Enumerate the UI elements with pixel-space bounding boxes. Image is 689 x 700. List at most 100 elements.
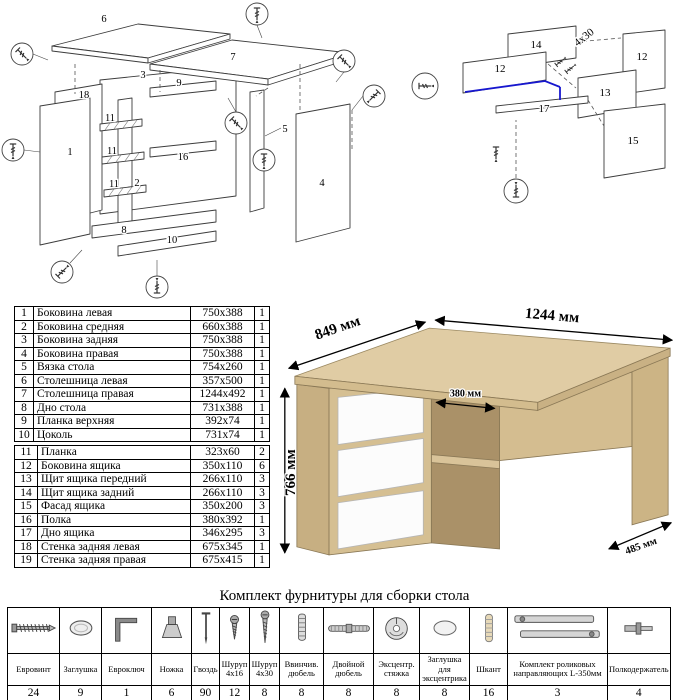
hardware-item-qty: 16 <box>469 684 508 700</box>
part-size: 350x110 <box>190 458 255 473</box>
part-qty: 1 <box>254 553 270 568</box>
part-qty: 1 <box>254 333 270 348</box>
rail-hatching <box>104 119 142 197</box>
part-num: 2 <box>14 319 34 334</box>
part-size: 750x388 <box>190 346 255 361</box>
dimension-arrows <box>279 315 674 554</box>
part-qty: 1 <box>254 346 270 361</box>
hardware-item-qty: 12 <box>219 684 250 700</box>
part-name: Щит ящика задний <box>37 485 191 500</box>
roller-guides-icon <box>513 615 600 638</box>
part-size: 357x500 <box>190 373 255 388</box>
part-num: 14 <box>14 485 38 500</box>
drawer-panels-linework <box>462 25 666 179</box>
hardware-icon-cell <box>7 607 60 654</box>
part-qty: 1 <box>254 373 270 388</box>
hardware-item-name: Шкант <box>469 653 508 686</box>
wood-dowel-icon <box>484 613 493 643</box>
part-size: 660x388 <box>190 319 255 334</box>
part-name: Боковина левая <box>33 306 191 321</box>
part-qty: 1 <box>254 512 270 527</box>
part-qty: 1 <box>254 414 270 429</box>
part-qty: 1 <box>254 427 270 442</box>
hardware-item-name: Заглушка для эксцентрика <box>419 653 470 686</box>
part-qty: 3 <box>254 526 270 541</box>
part-size: 350x200 <box>190 499 255 514</box>
hardware-item-name: Евроключ <box>101 653 152 686</box>
diagram-label: 9 <box>176 78 181 89</box>
hardware-icon-cell <box>419 607 470 654</box>
diagram-label: 14 <box>531 39 543 51</box>
part-name: Стенка задняя левая <box>37 539 191 554</box>
hardware-icon-cell <box>469 607 508 654</box>
part-size: 380x392 <box>190 512 255 527</box>
diagram-label: 11 <box>105 113 115 124</box>
diagram-label: 766 мм <box>283 449 299 496</box>
part-name: Дно ящика <box>37 526 191 541</box>
hardware-item-qty: 90 <box>191 684 220 700</box>
part-num: 3 <box>14 333 34 348</box>
hardware-item-name: Ввинчив. дюбель <box>279 653 324 686</box>
part-qty: 1 <box>254 387 270 402</box>
hex-key-icon <box>114 617 137 642</box>
diagram-label: 3 <box>140 70 145 81</box>
diagram-label: 485 мм <box>624 536 659 558</box>
desk-body <box>294 327 671 556</box>
part-name: Планка <box>37 445 191 460</box>
part-name: Вязка стола <box>33 360 191 375</box>
diagram-label: 10 <box>167 235 178 246</box>
part-num: 12 <box>14 458 38 473</box>
part-num: 13 <box>14 472 38 487</box>
hardware-icon-cell <box>323 607 374 654</box>
hardware-item-name: Заглушка <box>59 653 102 686</box>
hardware-item-qty: 8 <box>279 684 324 700</box>
diagram-label: 1 <box>67 147 72 158</box>
hardware-item-qty: 8 <box>323 684 374 700</box>
part-num: 1 <box>14 306 34 321</box>
shelf-pin-icon <box>624 621 653 635</box>
part-name: Планка верхняя <box>33 414 191 429</box>
part-qty: 2 <box>254 445 270 460</box>
hardware-item-name: Ножка <box>151 653 192 686</box>
part-qty: 1 <box>254 306 270 321</box>
diagram-label: 6 <box>101 14 106 25</box>
diagram-label: 4 <box>319 178 325 189</box>
drawer-guide-lines <box>515 37 622 178</box>
hardware-item-qty: 24 <box>7 684 60 700</box>
part-name: Щит ящика передний <box>37 472 191 487</box>
cam-lock-icon <box>385 616 408 640</box>
hardware-icon-cell <box>191 607 220 654</box>
diagram-label: 12 <box>495 63 506 75</box>
hardware-icon-cell <box>101 607 152 654</box>
diagram-label: 18 <box>79 90 90 101</box>
screw-long-icon <box>260 610 269 643</box>
part-size: 266x110 <box>190 472 255 487</box>
hardware-item-name: Полкодержатель <box>607 653 671 686</box>
euro-screw-icon <box>10 623 56 633</box>
part-num: 4 <box>14 346 34 361</box>
diagram-label: 13 <box>600 87 612 99</box>
part-size: 750x388 <box>190 333 255 348</box>
part-size: 754x260 <box>190 360 255 375</box>
hardware-icon-cell <box>249 607 280 654</box>
diagram-label: 7 <box>230 52 235 63</box>
part-num: 19 <box>14 553 38 568</box>
double-dowel-icon <box>327 623 370 633</box>
part-num: 8 <box>14 400 34 415</box>
hardware-item-name: Гвоздь <box>191 653 220 686</box>
diagram-label: 2 <box>134 178 139 189</box>
hardware-item-qty: 9 <box>59 684 102 700</box>
part-num: 18 <box>14 539 38 554</box>
